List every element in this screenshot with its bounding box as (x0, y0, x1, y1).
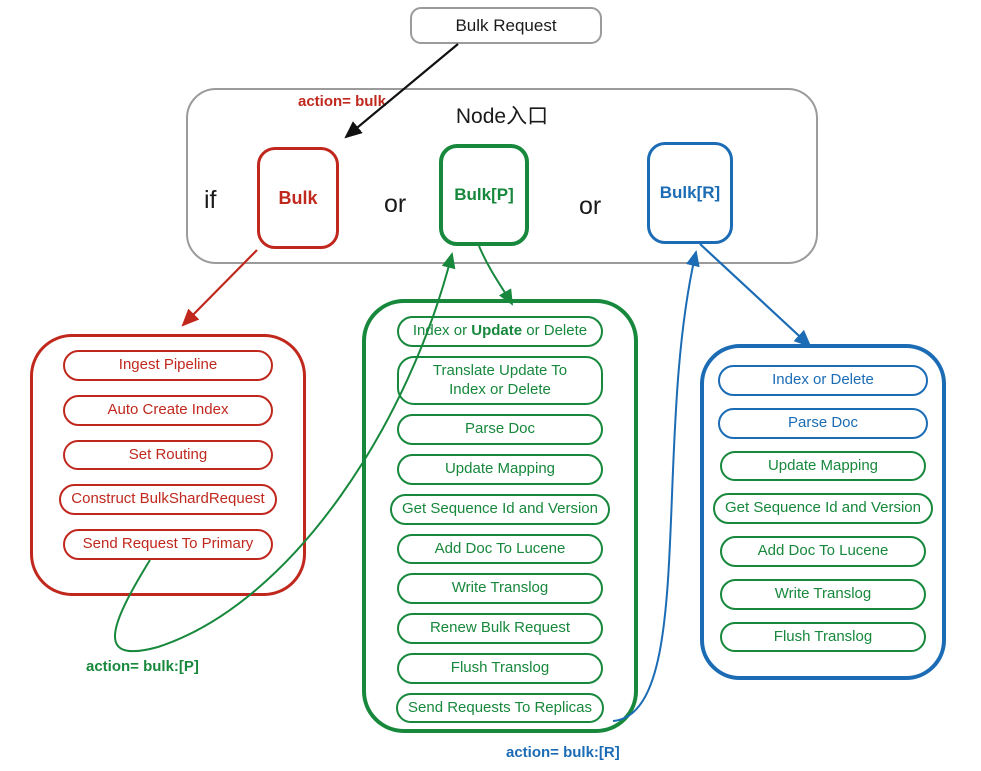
bulk-p-option: Bulk[P] (439, 144, 529, 246)
flow-step: Update Mapping (720, 450, 926, 482)
flow-step: Add Doc To Lucene (397, 533, 603, 565)
or-label-2: or (579, 192, 602, 220)
flow-step: Parse Doc (718, 407, 928, 439)
flow-step: Add Doc To Lucene (720, 536, 926, 567)
if-label: if (204, 186, 217, 214)
flow-step: Write Translog (397, 573, 603, 604)
node-entry-box: Node入口 if Bulk or Bulk[P] or Bulk[R] (186, 88, 818, 264)
bulk-r-option: Bulk[R] (647, 142, 733, 244)
flow-step: Get Sequence Id and Version (390, 493, 610, 525)
flow-step: Auto Create Index (63, 394, 273, 426)
action-bulk-p-label: action= bulk:[P] (86, 658, 199, 675)
flow-step-text: Translate Update To Index or Delete (432, 361, 568, 398)
flow-step: Get Sequence Id and Version (713, 493, 933, 524)
flow-step: Update Mapping (397, 454, 603, 485)
bulk-p-option-label: Bulk[P] (454, 185, 514, 204)
flow-step: Flush Translog (720, 621, 926, 653)
replica-flow-box: Index or Delete Parse Doc Update Mapping… (700, 344, 946, 680)
bulk-option: Bulk (257, 147, 339, 249)
bulk-request-node: Bulk Request (410, 7, 602, 44)
flow-step: Index or Update or Delete (397, 316, 603, 347)
bulk-option-label: Bulk (278, 187, 318, 208)
flow-step: Set Routing (63, 439, 273, 471)
primary-flow-box: Index or Update or Delete Translate Upda… (362, 299, 638, 733)
flow-step: Construct BulkShardRequest (59, 484, 277, 515)
node-entry-title: Node入口 (455, 105, 549, 128)
flow-step: Translate Update To Index or Delete (397, 355, 603, 406)
flow-step: Flush Translog (397, 652, 603, 684)
flow-step-text: Index or Update or Delete (412, 322, 588, 339)
flow-step: Renew Bulk Request (397, 613, 603, 644)
action-bulk-r-label: action= bulk:[R] (506, 744, 620, 761)
coordinator-flow-box: Ingest Pipeline Auto Create Index Set Ro… (30, 334, 306, 596)
flow-step: Index or Delete (718, 365, 928, 396)
flow-step: Send Requests To Replicas (396, 692, 604, 724)
bulk-r-option-label: Bulk[R] (659, 183, 721, 202)
flow-step: Ingest Pipeline (63, 350, 273, 381)
or-label-1: or (384, 190, 407, 218)
flow-step: Parse Doc (397, 414, 603, 445)
flow-step: Write Translog (720, 578, 926, 610)
flow-step: Send Request To Primary (63, 529, 273, 560)
bulk-request-label: Bulk Request (455, 15, 557, 35)
